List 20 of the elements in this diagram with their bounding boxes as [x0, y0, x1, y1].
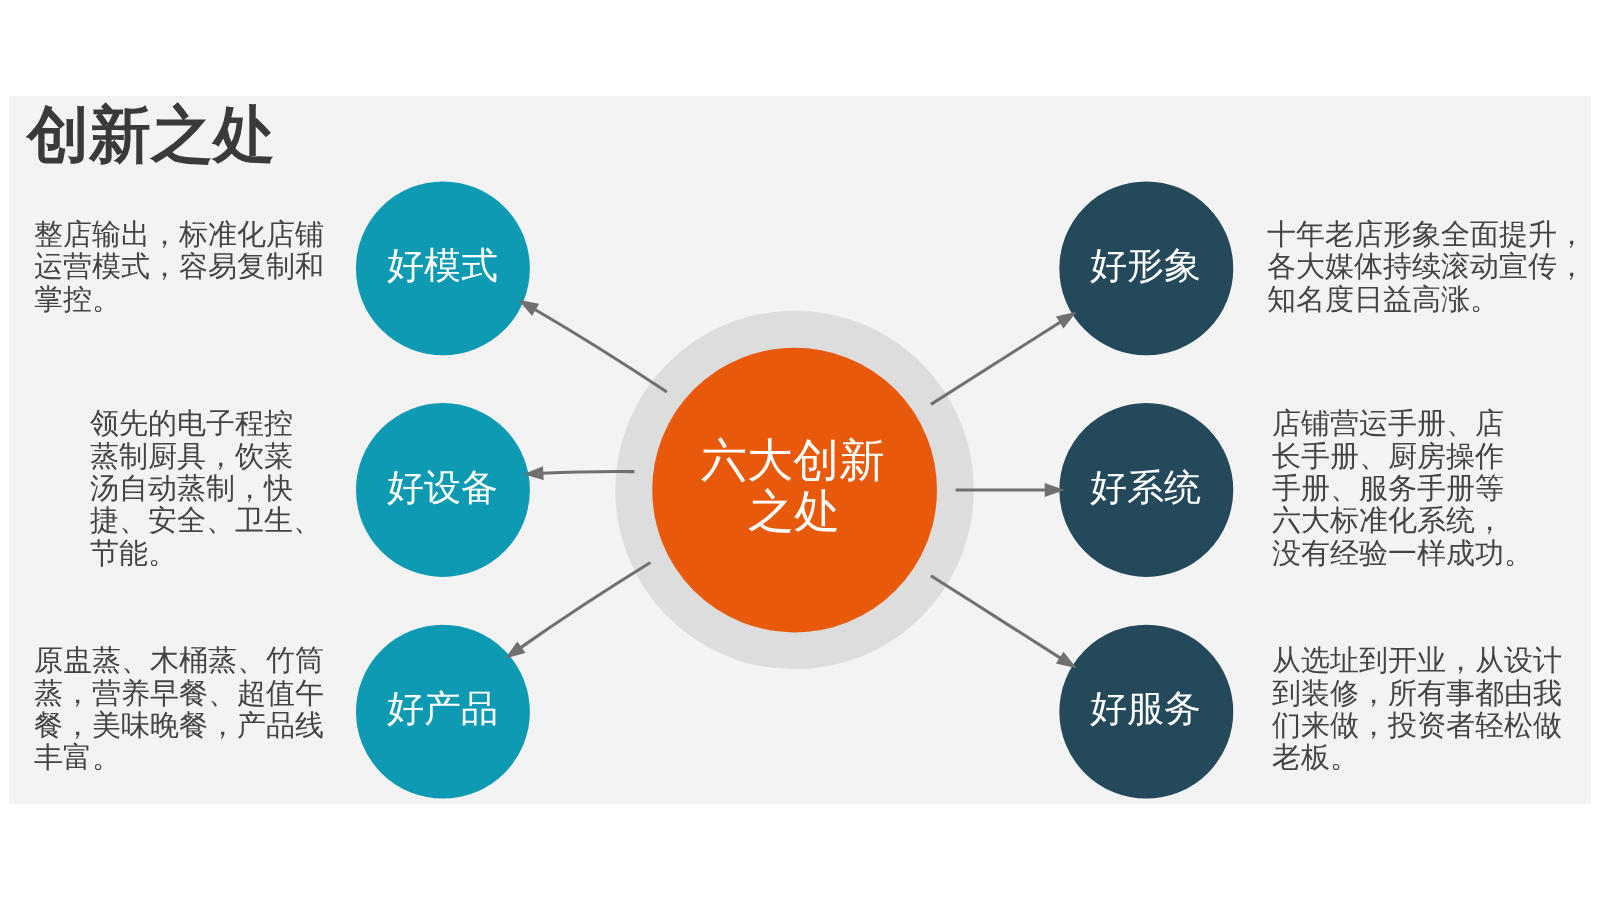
- node-label: 十年老店形象全面提升，各大媒体持续滚动宣传，知名度日益高涨。: [1267, 217, 1587, 316]
- node-label: 从选址到开业，从设计到装修，所有事都由我们来做，投资者轻松做老板。: [1271, 643, 1562, 775]
- diagram-title: 创新之处: [27, 99, 276, 172]
- arrow: [930, 311, 1077, 406]
- node-circle: 好模式: [355, 181, 530, 356]
- arrow: [930, 574, 1077, 669]
- node-label: 领先的电子程控蒸制厨具，饮菜汤自动蒸制，快捷、安全、卫生、节能。: [90, 406, 323, 570]
- node-label: 店铺营运手册、店长手册、厨房操作手册、服务手册等六大标准化系统，没有经验一样成功。: [1271, 406, 1533, 570]
- node-circle: 好系统: [1059, 403, 1234, 577]
- node-circle: 好服务: [1059, 624, 1234, 799]
- arrow: [518, 299, 668, 394]
- node-circle: 好设备: [355, 403, 530, 577]
- arrow: [955, 483, 1065, 498]
- arrow: [505, 561, 652, 659]
- node-label: 整店输出，标准化店铺运营模式，容易复制和掌控。: [33, 217, 324, 316]
- node-circle: 好形象: [1059, 181, 1234, 356]
- node-circle: 好产品: [355, 624, 530, 799]
- arrow: [523, 466, 635, 481]
- node-label: 原盅蒸、木桶蒸、竹筒蒸，营养早餐、超值午餐，美味晚餐，产品线丰富。: [33, 643, 324, 775]
- node-circle: 六大创新之处: [615, 310, 974, 670]
